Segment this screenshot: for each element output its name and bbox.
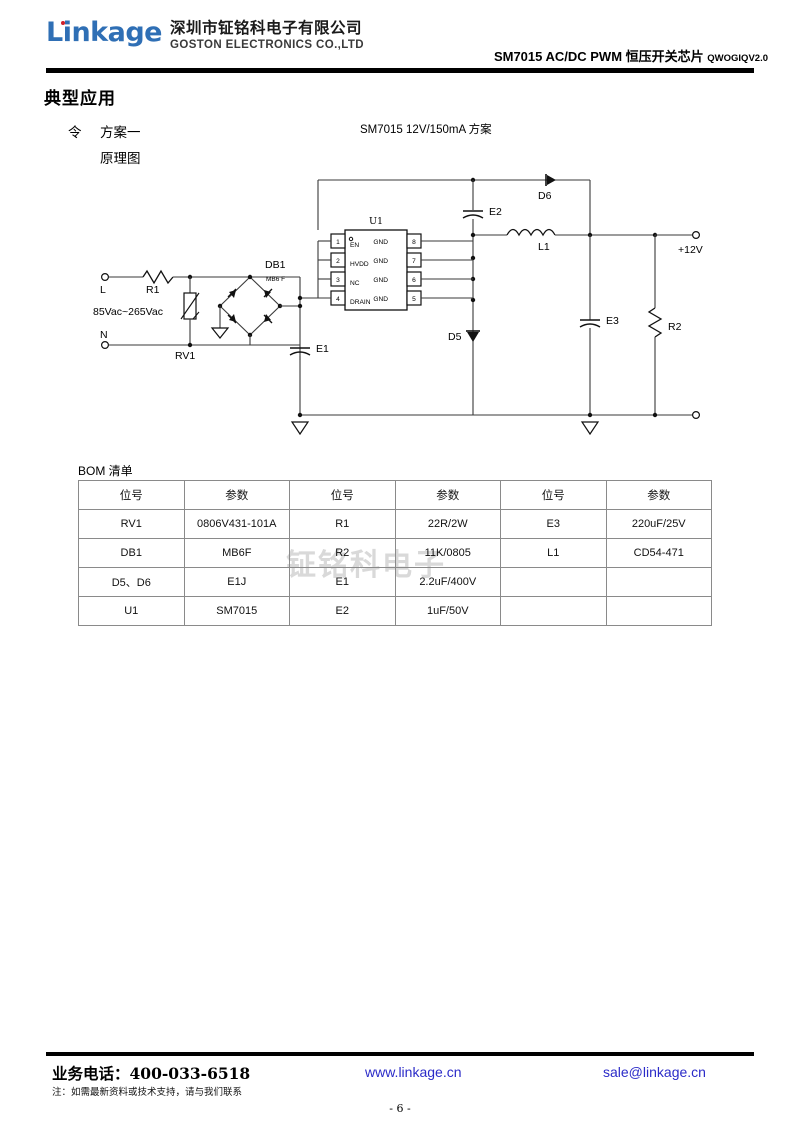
table-cell: E1J <box>183 567 290 597</box>
column-header: 参数 <box>394 480 501 510</box>
svg-text:GND: GND <box>373 258 388 265</box>
table-cell: CD54-471 <box>605 538 712 568</box>
label-r2: R2 <box>668 321 682 333</box>
table-cell: L1 <box>500 538 607 568</box>
table-cell: D5、D6 <box>78 567 185 597</box>
table-cell: SM7015 <box>183 596 290 626</box>
email-link[interactable]: sale@linkage.cn <box>603 1064 706 1080</box>
schematic-label: 原理图 <box>100 151 141 167</box>
table-row: D5、D6 E1J E1 2.2uF/400V <box>78 567 712 597</box>
label-e1: E1 <box>316 343 329 355</box>
table-cell: R1 <box>289 509 396 539</box>
svg-text:GND: GND <box>373 296 388 303</box>
company-name-block: 深圳市钲铭科电子有限公司 GOSTON ELECTRONICS CO.,LTD <box>170 19 364 53</box>
column-header: 位号 <box>500 480 607 510</box>
bom-table-wrap: 位号 参数 位号 参数 位号 参数 RV1 0806V431-101A R1 2… <box>78 480 712 626</box>
svg-text:DRAIN: DRAIN <box>350 299 371 306</box>
table-cell <box>605 596 712 626</box>
logo-wordmark: Linkage <box>46 17 163 48</box>
column-header: 位号 <box>289 480 396 510</box>
svg-text:4: 4 <box>336 296 340 303</box>
bom-table: 位号 参数 位号 参数 位号 参数 RV1 0806V431-101A R1 2… <box>78 480 712 626</box>
table-cell: RV1 <box>78 509 185 539</box>
svg-text:8: 8 <box>412 239 416 246</box>
label-terminal-n: N <box>100 329 108 341</box>
header-divider <box>46 68 754 73</box>
table-cell: U1 <box>78 596 185 626</box>
table-cell: MB6F <box>183 538 290 568</box>
label-l1: L1 <box>538 241 550 253</box>
table-header-row: 位号 参数 位号 参数 位号 参数 <box>78 480 712 510</box>
table-cell: 11K/0805 <box>394 538 501 568</box>
svg-text:2: 2 <box>336 258 340 265</box>
page-header: Linkage 深圳市钲铭科电子有限公司 GOSTON ELECTRONICS … <box>0 0 800 80</box>
document-title: SM7015 AC/DC PWM 恒压开关芯片 QWOGIQV2.0 <box>494 46 768 65</box>
table-cell: E2 <box>289 596 396 626</box>
table-cell <box>605 567 712 597</box>
document-title-text: SM7015 AC/DC PWM 恒压开关芯片 <box>493 49 704 64</box>
label-rv1: RV1 <box>175 350 195 362</box>
svg-text:EN: EN <box>350 242 359 249</box>
label-input-range: 85Vac~265Vac <box>93 306 163 318</box>
label-e3: E3 <box>606 315 619 327</box>
svg-text:HVDD: HVDD <box>350 261 369 268</box>
footer-divider <box>46 1052 754 1056</box>
table-cell: 22R/2W <box>394 509 501 539</box>
svg-text:3: 3 <box>336 277 340 284</box>
bullet-marker-icon: 令 <box>68 125 82 141</box>
table-row: DB1 MB6F R2 11K/0805 L1 CD54-471 <box>78 538 712 568</box>
column-header: 参数 <box>183 480 290 510</box>
svg-text:7: 7 <box>412 258 416 265</box>
label-db1-part: MB6 F <box>266 276 285 283</box>
table-cell: 1uF/50V <box>394 596 501 626</box>
column-header: 位号 <box>78 480 185 510</box>
column-header: 参数 <box>605 480 712 510</box>
logo-dot-icon <box>61 21 65 25</box>
website-link[interactable]: www.linkage.cn <box>365 1064 462 1080</box>
svg-text:GND: GND <box>373 277 388 284</box>
svg-text:1: 1 <box>336 239 340 246</box>
table-cell: E3 <box>500 509 607 539</box>
table-cell: 2.2uF/400V <box>394 567 501 597</box>
svg-text:NC: NC <box>350 280 360 287</box>
table-row: RV1 0806V431-101A R1 22R/2W E3 220uF/25V <box>78 509 712 539</box>
company-logo: Linkage 深圳市钲铭科电子有限公司 GOSTON ELECTRONICS … <box>46 18 364 53</box>
document-version: QWOGIQV2.0 <box>707 53 768 64</box>
company-name-en: GOSTON ELECTRONICS CO.,LTD <box>170 39 364 51</box>
label-db1: DB1 <box>265 259 286 271</box>
footer-note: 注：如需最新资料或技术支持，请与我们联系 <box>52 1087 243 1098</box>
label-u1: U1 <box>369 216 383 227</box>
table-cell <box>500 596 607 626</box>
table-cell: 220uF/25V <box>605 509 712 539</box>
table-row: U1 SM7015 E2 1uF/50V <box>78 596 712 626</box>
circuit-diagram-title: SM7015 12V/150mA 方案 <box>360 124 492 136</box>
table-cell <box>500 567 607 597</box>
page-number: - 6 - <box>389 1102 411 1115</box>
table-cell: R2 <box>289 538 396 568</box>
logo-wordmark-text: Linkage <box>46 17 163 48</box>
table-cell: 0806V431-101A <box>183 509 290 539</box>
company-name-cn: 深圳市钲铭科电子有限公司 <box>170 19 363 37</box>
page-title: 典型应用 <box>44 89 116 109</box>
label-e2: E2 <box>489 206 502 218</box>
label-d5: D5 <box>448 331 462 343</box>
svg-text:GND: GND <box>373 239 388 246</box>
label-terminal-l: L <box>100 284 106 296</box>
label-output-voltage: +12V <box>678 244 703 256</box>
scheme-label: 方案一 <box>100 125 141 141</box>
contact-phone: 业务电话：400-033-6518 <box>52 1064 251 1083</box>
svg-text:5: 5 <box>412 296 416 303</box>
table-cell: DB1 <box>78 538 185 568</box>
label-r1: R1 <box>146 284 160 296</box>
bom-label: BOM 清单 <box>78 464 133 478</box>
circuit-schematic: D6 E2 L1 +12V D5 U1 1 EN 2 HVDD 3 NC 4 D… <box>0 160 800 460</box>
svg-text:6: 6 <box>412 277 416 284</box>
label-d6: D6 <box>538 190 552 202</box>
table-cell: E1 <box>289 567 396 597</box>
